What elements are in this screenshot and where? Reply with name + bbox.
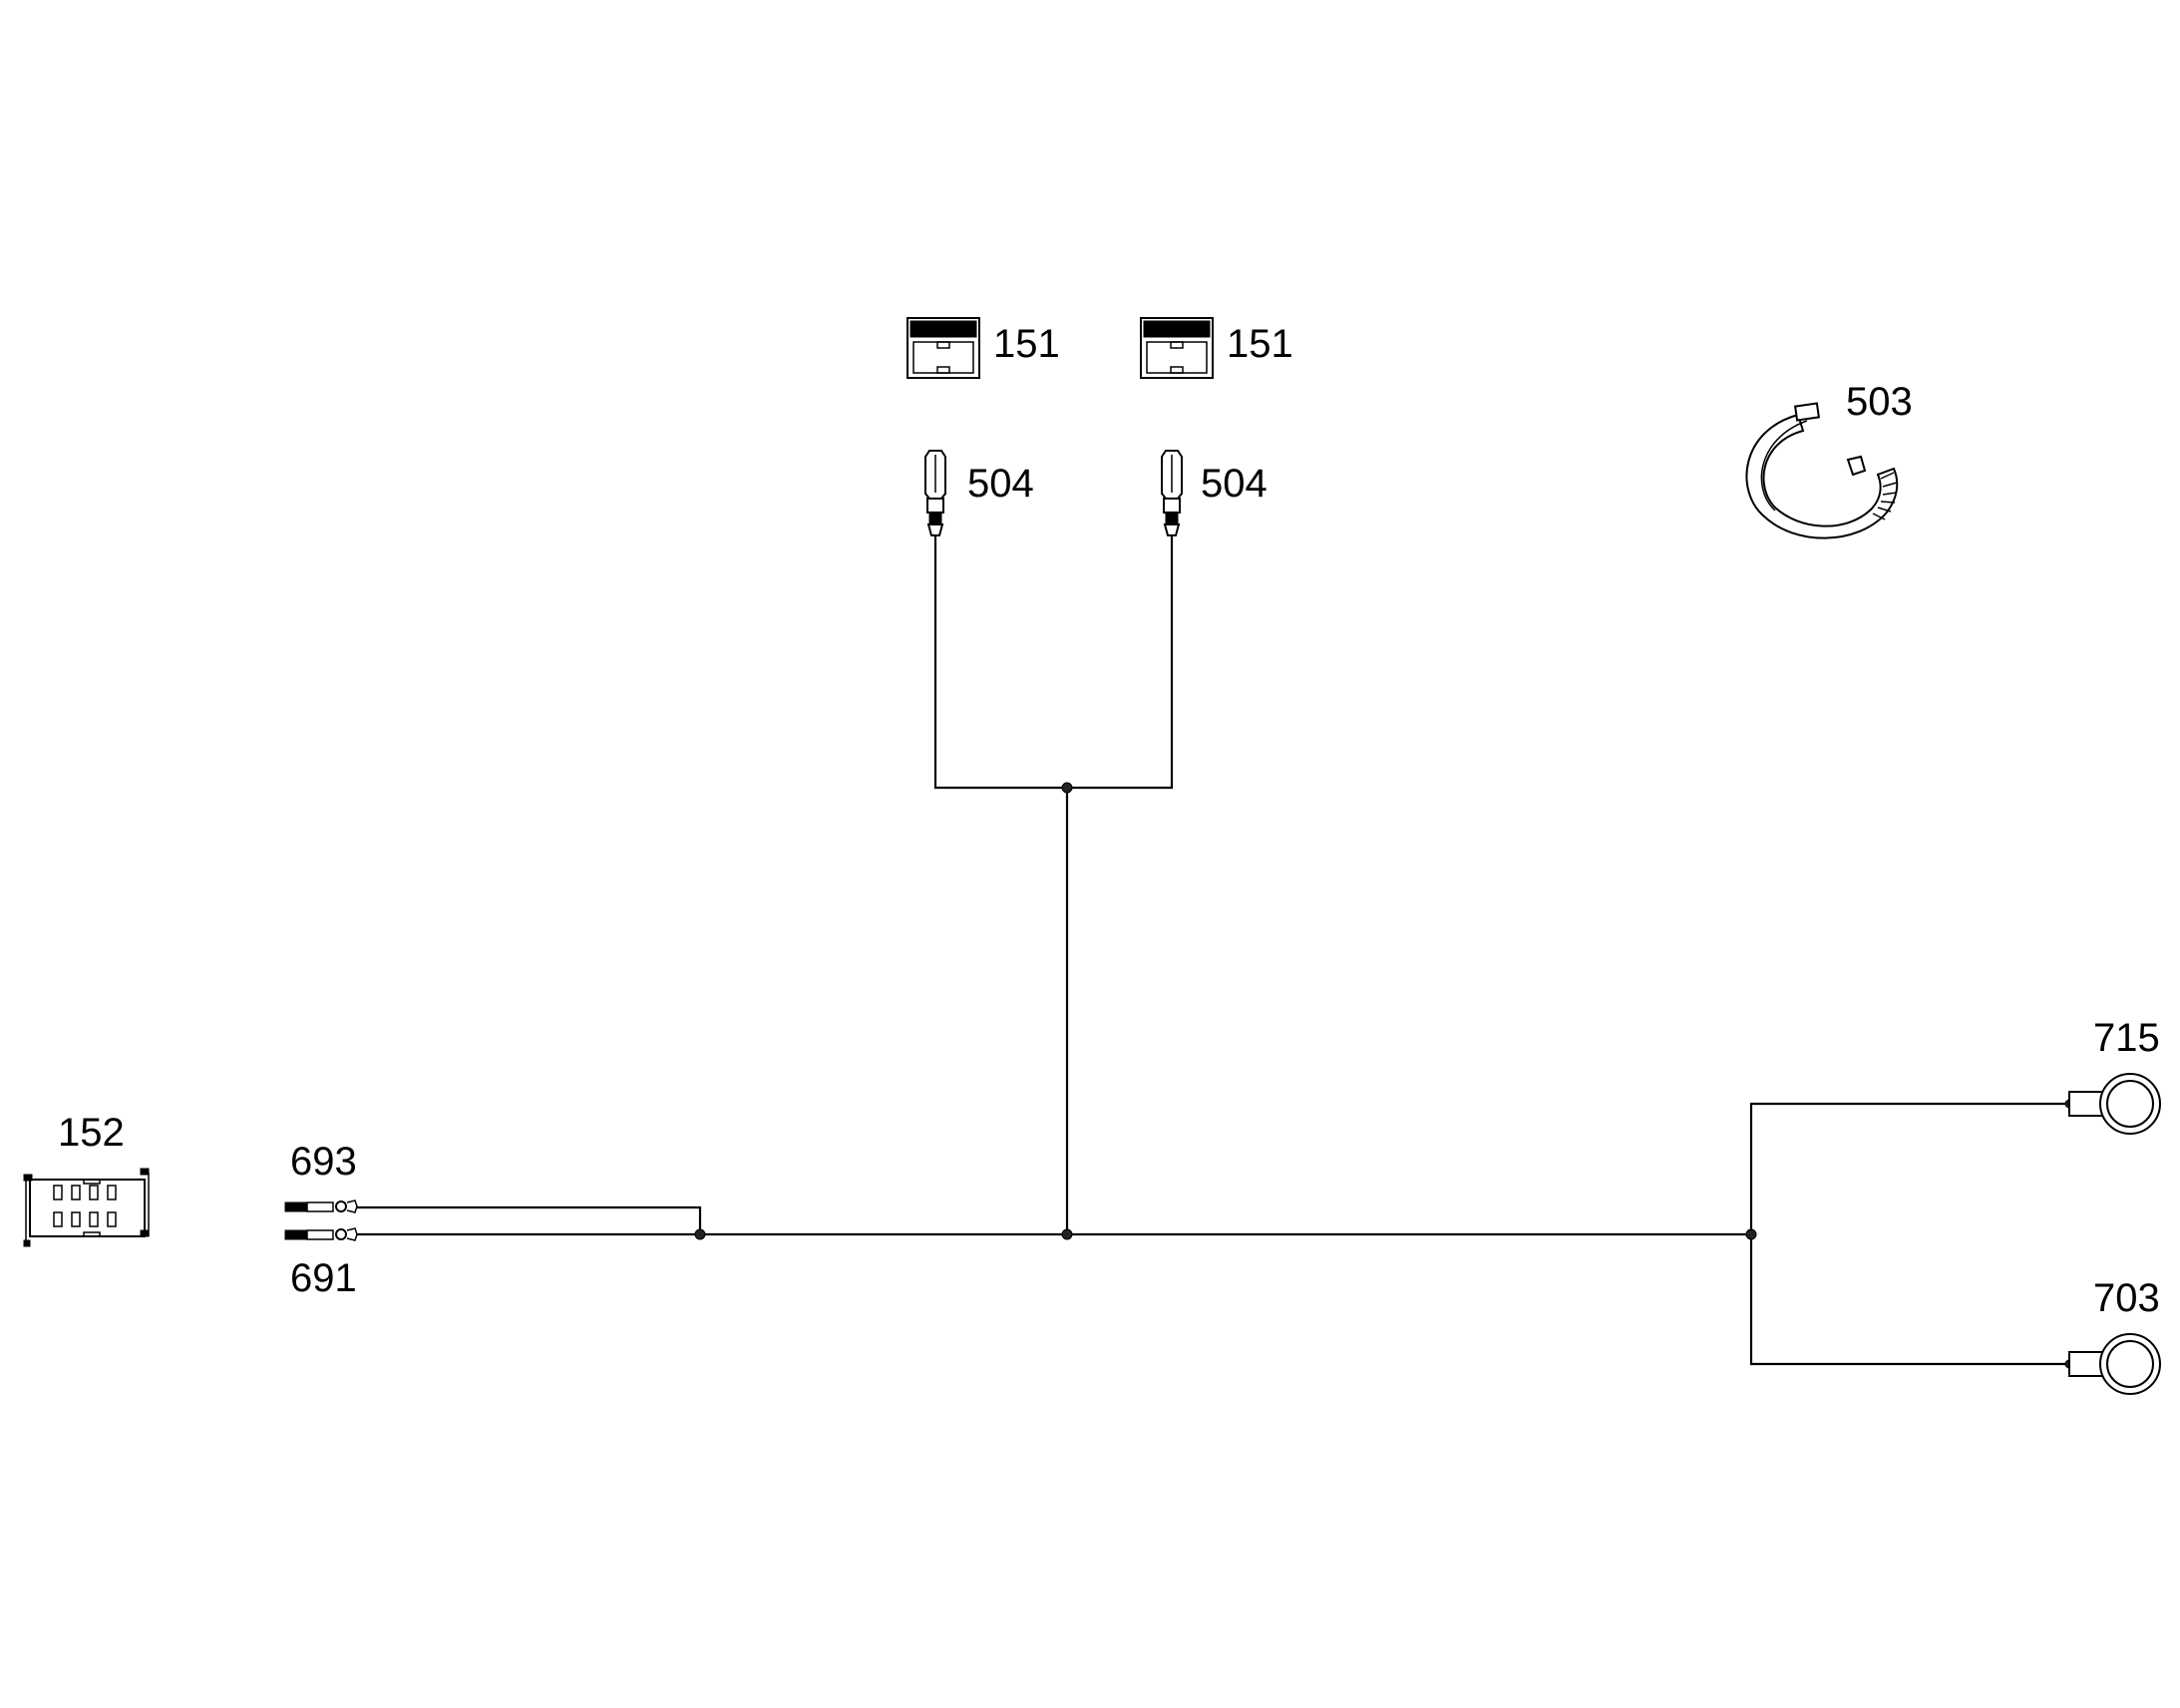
component-label-504-right: 504 (1201, 462, 1268, 506)
pin-cavities (53, 1179, 117, 1237)
connector-housing-icon (907, 317, 980, 379)
cable-tie-teeth (1872, 472, 1898, 520)
component-label-151-left: 151 (993, 322, 1060, 366)
ring-terminal-icon (2068, 1073, 2161, 1135)
connector-housing-151-left[interactable]: 151 (907, 317, 1060, 379)
junction-node-riser (1061, 1228, 1073, 1240)
junction-node-right (1745, 1228, 1757, 1240)
component-label-703: 703 (2093, 1276, 2160, 1320)
ring-terminal-icon (2068, 1333, 2161, 1395)
component-label-503: 503 (1846, 380, 1913, 424)
terminal-icon (924, 450, 946, 536)
junction-nodes (694, 782, 2074, 1369)
connector-housing-151-right[interactable]: 151 (1140, 317, 1293, 379)
crimp-terminal-691[interactable]: 691 (284, 1227, 358, 1300)
terminal-504-left[interactable]: 504 (924, 450, 1034, 536)
wire-504-right (1067, 535, 1174, 790)
component-label-151-right: 151 (1227, 322, 1293, 366)
wire-703 (1749, 1234, 2069, 1366)
component-label-693: 693 (290, 1140, 357, 1184)
wire-715 (1749, 1102, 2069, 1234)
crimp-terminal-icon (284, 1199, 358, 1213)
terminal-icon (1161, 450, 1183, 536)
crimp-terminal-icon (284, 1227, 358, 1241)
connector-housing-icon (1140, 317, 1214, 379)
cable-tie-icon (1745, 402, 1899, 539)
multi-pin-connector-icon (23, 1168, 150, 1247)
component-label-152: 152 (58, 1111, 125, 1155)
component-label-715: 715 (2093, 1016, 2160, 1060)
junction-node-693 (694, 1228, 706, 1240)
wire-693 (357, 1205, 702, 1234)
component-label-504-left: 504 (967, 462, 1034, 506)
crimp-terminal-693[interactable]: 693 (284, 1140, 358, 1213)
ring-terminal-715[interactable]: 715 (2068, 1016, 2161, 1135)
connector-152[interactable]: 152 (23, 1111, 150, 1247)
cable-tie-503[interactable]: 503 (1745, 380, 1913, 539)
terminal-504-right[interactable]: 504 (1161, 450, 1268, 536)
junction-node-upper (1061, 782, 1073, 794)
wire-504-left (933, 535, 1067, 790)
component-label-691: 691 (290, 1256, 357, 1300)
ring-terminal-703[interactable]: 703 (2068, 1276, 2161, 1395)
wire-network (357, 535, 2069, 1366)
